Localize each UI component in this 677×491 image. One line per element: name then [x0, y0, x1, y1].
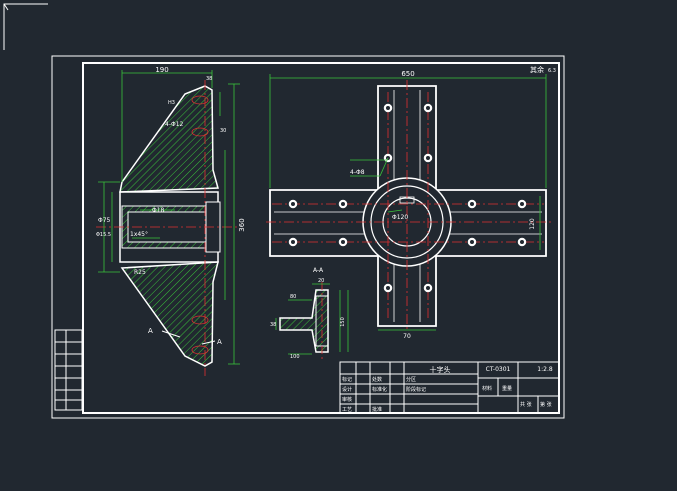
dim-section-note: H3 [168, 100, 175, 106]
tb-row2-col2: 阶段标记 [406, 386, 426, 393]
dim-plan-roughness: 6.3 [548, 68, 556, 74]
dim-section-rough-left: Φ15.5 [96, 232, 111, 238]
title-block-cells: 标记 处数 分区 设计 标准化 阶段标记 审核 工艺 批准 材料 重量 共 张 … [342, 376, 552, 413]
tb-sheet-no: 第 张 [540, 401, 552, 408]
title-block [339, 361, 560, 414]
dim-section-thread: 4-Φ12 [165, 121, 184, 128]
dim-section-bore: Φ75 [98, 217, 111, 224]
dim-detail-d1: 20 [318, 278, 324, 284]
section-label-a-right: A [217, 338, 222, 346]
section-label-a-left: A [148, 327, 153, 335]
detail-view-aa: A-A 20 80 38 150 100 [270, 267, 349, 360]
tb-row1-col1: 处数 [372, 376, 382, 383]
tb-row1-label: 标记 [342, 376, 352, 383]
plan-view: 650 4-Φ8 Φ120 120 70 其余 6.3 [266, 65, 556, 340]
section-view: 190 360 Φ18 Φ75 4-Φ12 1x45° R25 Φ15.5 H3… [96, 66, 246, 376]
sheet-inner-frame [82, 62, 560, 414]
sheet-outer-border [51, 55, 565, 419]
section-lower-arm [120, 261, 219, 367]
dim-detail-d3: 38 [270, 322, 276, 328]
dim-detail-d5: 100 [290, 354, 300, 360]
dim-section-chamfer: 1x45° [130, 231, 148, 238]
dim-detail-d4: 150 [340, 317, 346, 327]
tb-sheets: 共 张 [520, 401, 532, 408]
dim-plan-top-width: 650 [401, 70, 414, 78]
dim-section-right-height: 360 [238, 218, 246, 231]
tb-row2-label: 设计 [342, 386, 352, 393]
dim-section-right-mid: 30 [220, 128, 226, 134]
dim-plan-bore-label: Φ120 [392, 214, 408, 221]
dim-section-top-width: 190 [155, 66, 168, 74]
tb-row1-col2: 分区 [406, 376, 416, 383]
tb-drawing-no: CT-0301 [486, 366, 511, 373]
ucs-icon [3, 3, 48, 50]
dim-detail-d2: 80 [290, 294, 296, 300]
left-margin-table [54, 329, 83, 411]
roughness-stamp: 其余 [530, 65, 544, 74]
tb-scale: 1:2.8 [537, 366, 553, 373]
tb-material: 材料 [482, 385, 492, 392]
tb-row3-label: 审核 [342, 396, 352, 403]
tb-row2-col1: 标准化 [372, 386, 387, 393]
detail-view-label: A-A [313, 267, 324, 274]
dim-section-right-top: 38 [206, 76, 212, 82]
detail-body [279, 289, 329, 353]
tb-row4-label: 工艺 [342, 407, 352, 413]
tb-mass: 重量 [502, 385, 512, 392]
tb-row4-col1: 批准 [372, 406, 382, 413]
dim-section-side-note: R25 [134, 269, 146, 276]
dim-plan-right-label: 120 [529, 218, 536, 230]
dim-section-diam: Φ18 [152, 207, 165, 214]
dim-plan-hole-label: 4-Φ8 [350, 169, 365, 176]
tb-part-name: 十字头 [430, 365, 451, 374]
dim-plan-bottom-label: 70 [403, 333, 411, 340]
